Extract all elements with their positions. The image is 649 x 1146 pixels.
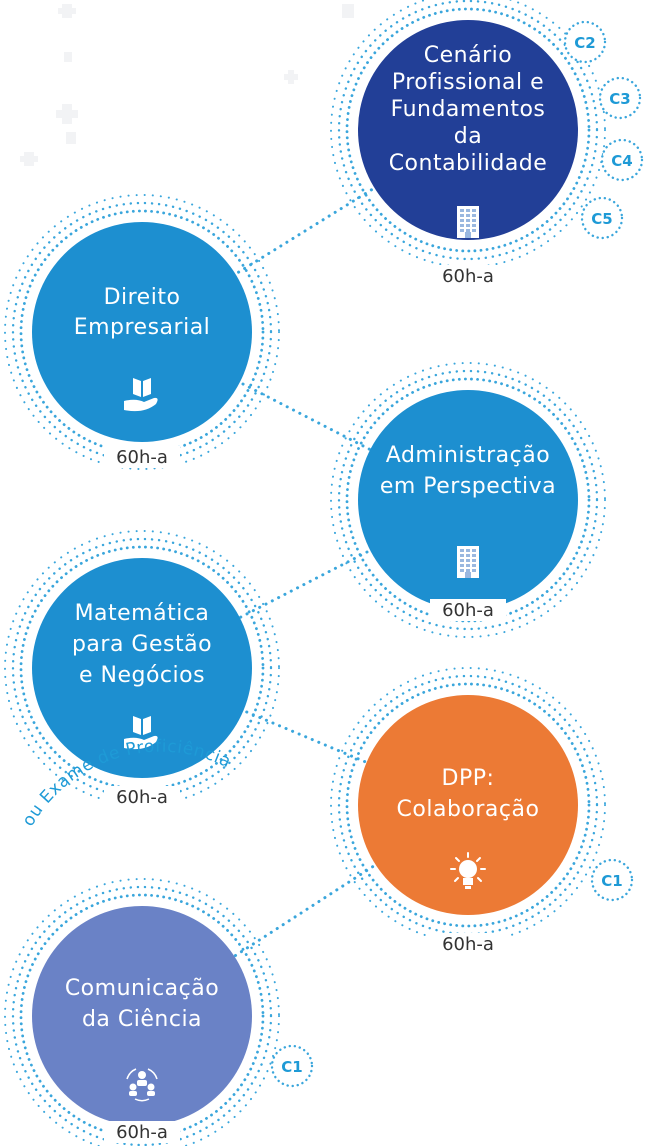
- cenario-title-line: Fundamentos: [391, 97, 546, 122]
- dpp-title: DPP: Colaboração: [397, 766, 540, 822]
- comunicacao-badge-c1: C1: [270, 1044, 314, 1088]
- matematica-title: Matemática para Gestão e Negócios: [72, 601, 212, 688]
- cenario-halo-ring: [345, 7, 591, 253]
- dpp-hours-backing: [430, 933, 506, 955]
- svg-text:C5: C5: [591, 210, 612, 228]
- administracao-circle: [358, 390, 578, 610]
- cenario-badge-c3: C3: [598, 76, 642, 120]
- matematica-title-line: para Gestão: [72, 632, 212, 657]
- people-network-icon: [126, 1068, 158, 1102]
- cenario-hours-backing: [430, 265, 506, 287]
- building-icon: [457, 546, 479, 578]
- matematica-title-line: Matemática: [75, 601, 210, 626]
- svg-text:C1: C1: [601, 872, 622, 890]
- cenario-badge-c2: C2: [563, 20, 607, 64]
- direito-title-line: Empresarial: [74, 315, 211, 340]
- comunicacao-halo-ring: [11, 885, 273, 1146]
- cenario-halo-ring: [337, 0, 599, 261]
- matematica-halo-ring: [4, 530, 280, 806]
- dpp-halo-ring: [337, 674, 599, 936]
- node-dpp: DPP: Colaboração 60h-a C1: [358, 695, 634, 955]
- administracao-title-line: Administração: [386, 443, 550, 468]
- svg-text:C3: C3: [609, 90, 630, 108]
- node-administracao: Administração em Perspectiva 60h-a: [358, 390, 578, 621]
- matematica-circle: [32, 558, 252, 778]
- book-hand-icon: [124, 716, 158, 750]
- svg-text:C4: C4: [611, 152, 632, 170]
- comunicacao-halo-ring: [4, 878, 280, 1146]
- node-matematica: Matemática para Gestão e Negócios 60h-a: [32, 558, 252, 808]
- administracao-halo-ring: [330, 362, 606, 638]
- background-decorations: [20, 4, 354, 166]
- dpp-circle: [358, 695, 578, 915]
- halo-rings: [4, 0, 606, 1146]
- cenario-badge-c4: C4: [600, 138, 644, 182]
- matematica-title-line: e Negócios: [79, 663, 205, 688]
- dpp-badge-c1: C1: [590, 858, 634, 902]
- proficiency-exam-arc-label: ou Exame de Proficiência: [18, 737, 234, 830]
- book-hand-icon: [124, 378, 158, 412]
- dpp-title-line: DPP:: [442, 766, 495, 791]
- matematica-hours: 60h-a: [116, 787, 168, 808]
- dpp-title-line: Colaboração: [397, 797, 540, 822]
- comunicacao-circle: [32, 906, 252, 1126]
- dpp-halo-ring: [345, 682, 591, 928]
- comunicacao-title: Comunicação da Ciência: [65, 976, 219, 1032]
- cenario-title-line: Profissional e: [392, 70, 544, 95]
- cenario-badge-c5: C5: [580, 196, 624, 240]
- cenario-title-line: Cenário: [424, 43, 512, 68]
- direito-halo-ring: [4, 194, 280, 470]
- direito-circle: [32, 222, 252, 442]
- cenario-title-line: Contabilidade: [389, 151, 548, 176]
- direito-hours: 60h-a: [116, 447, 168, 468]
- comunicacao-hours-backing: [104, 1121, 180, 1143]
- comunicacao-title-line: Comunicação: [65, 976, 219, 1001]
- matematica-halo-ring: [11, 537, 273, 799]
- cenario-circle: [358, 20, 578, 240]
- svg-text:C2: C2: [574, 34, 595, 52]
- administracao-hours: 60h-a: [442, 600, 494, 621]
- dpp-hours: 60h-a: [442, 934, 494, 955]
- comunicacao-hours: 60h-a: [116, 1122, 168, 1143]
- comunicacao-title-line: da Ciência: [82, 1007, 202, 1032]
- lightbulb-icon: [450, 852, 486, 889]
- dpp-halo-ring: [330, 667, 606, 943]
- administracao-halo-ring: [337, 369, 599, 631]
- node-comunicacao: Comunicação da Ciência 60h-a C1: [32, 906, 314, 1143]
- cenario-title-line: da: [454, 124, 482, 149]
- building-icon: [457, 206, 479, 238]
- administracao-hours-backing: [430, 599, 506, 621]
- administracao-title-line: em Perspectiva: [380, 474, 556, 499]
- cenario-halo-ring: [330, 0, 606, 268]
- cenario-hours: 60h-a: [442, 266, 494, 287]
- administracao-title: Administração em Perspectiva: [380, 443, 556, 499]
- direito-hours-backing: [104, 446, 180, 468]
- matematica-hours-backing: [104, 786, 180, 808]
- connector-matematica-dpp: [140, 666, 470, 807]
- direito-title-line: Direito: [104, 285, 181, 310]
- svg-text:C1: C1: [281, 1058, 302, 1076]
- direito-halo-ring: [11, 201, 273, 463]
